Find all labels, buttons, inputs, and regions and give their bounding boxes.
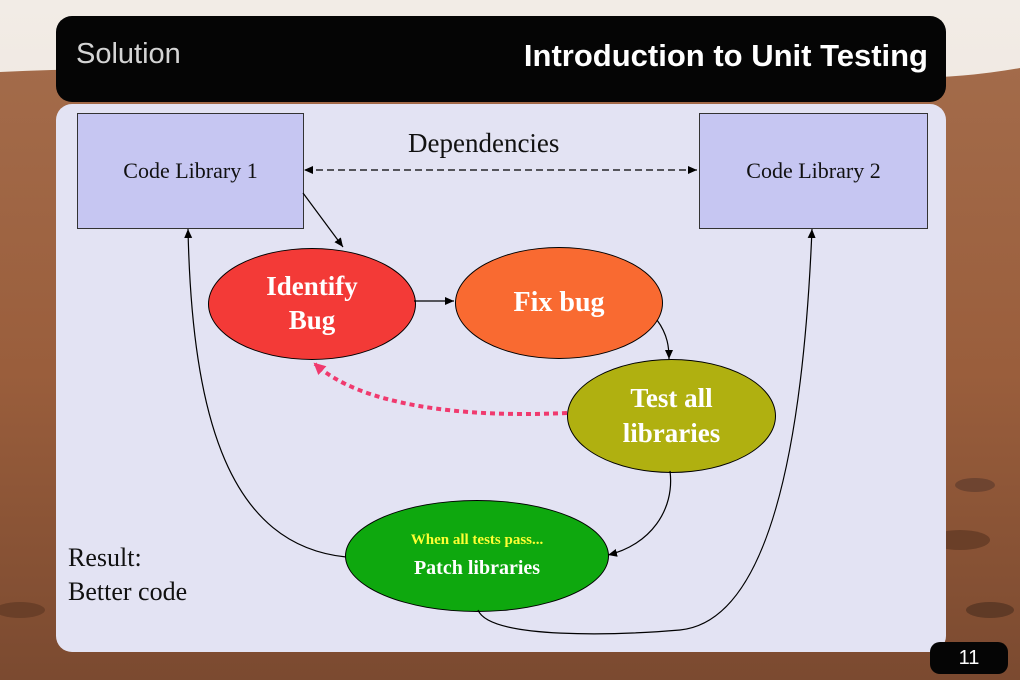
result-line-1: Result: xyxy=(68,543,142,572)
code-library-2-box: Code Library 2 xyxy=(699,113,928,229)
identify-bug-node: Identify Bug xyxy=(208,248,416,360)
title-bar: Solution Introduction to Unit Testing xyxy=(56,16,946,102)
slide-title: Introduction to Unit Testing xyxy=(523,38,928,73)
fix-bug-label: Fix bug xyxy=(513,287,605,318)
page-number: 11 xyxy=(958,646,980,669)
code-library-2-label: Code Library 2 xyxy=(746,158,881,183)
dependencies-label: Dependencies xyxy=(408,128,560,158)
code-library-1-box: Code Library 1 xyxy=(77,113,304,229)
section-label: Solution xyxy=(76,38,181,70)
identify-bug-line-2: Bug xyxy=(288,305,336,335)
page-number-badge: 11 xyxy=(930,642,1008,674)
test-all-libraries-node: Test all libraries xyxy=(567,359,776,473)
identify-bug-line-1: Identify xyxy=(266,271,358,302)
result-line-2: Better code xyxy=(68,576,188,606)
fix-bug-node: Fix bug xyxy=(455,247,663,359)
test-all-line-1: Test all xyxy=(630,382,713,413)
patch-note: When all tests pass... xyxy=(410,532,544,548)
result-text: Result: Better code xyxy=(68,541,187,609)
code-library-1-label: Code Library 1 xyxy=(123,158,258,183)
patch-libraries-label: Patch libraries xyxy=(413,557,541,579)
patch-libraries-node: When all tests pass... Patch libraries xyxy=(345,500,609,612)
test-all-line-2: libraries xyxy=(622,418,721,448)
